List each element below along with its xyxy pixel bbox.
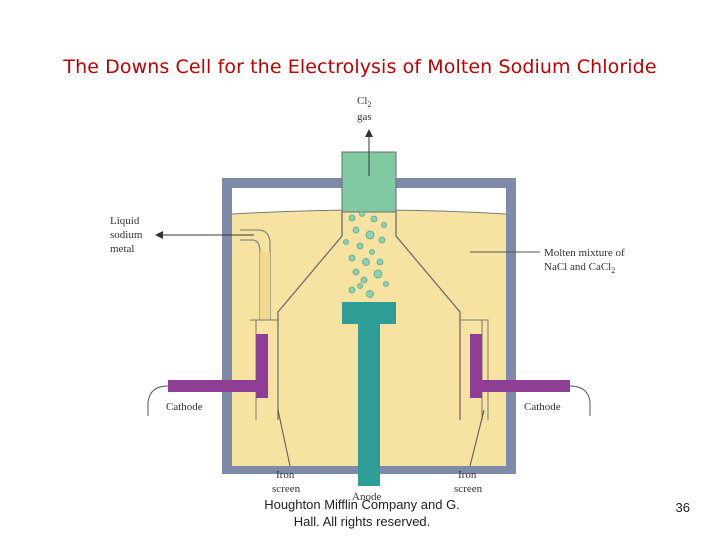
cathode-right-wire	[569, 385, 591, 416]
cathode-left-wire	[147, 385, 169, 416]
molten-mixture-label-2: NaCl and CaCl2	[544, 261, 615, 275]
copyright-line-1: Houghton Mifflin Company and G.	[264, 497, 460, 512]
iron-screen-right-label-2: screen	[454, 483, 483, 495]
cathode-left	[168, 334, 268, 398]
iron-screen-left-label-1: Iron	[276, 469, 295, 481]
sodium-outlet-pipe	[240, 229, 271, 320]
iron-screen-right-label-1: Iron	[458, 469, 477, 481]
liquid-sodium-label-3: metal	[110, 243, 134, 255]
copyright-footer: Houghton Mifflin Company and G. Hall. Al…	[232, 496, 492, 530]
iron-screen-left-label-2: screen	[272, 483, 301, 495]
cathode-left-label: Cathode	[166, 401, 203, 413]
iron-screen-left-pointer	[277, 409, 291, 467]
anode-label: Anode	[352, 491, 381, 503]
molten-mixture-label-1: Molten mixture of	[544, 247, 625, 259]
cl2-label: Cl2	[357, 95, 371, 109]
iron-screen-right-pointer	[469, 409, 485, 467]
page-number: 36	[675, 500, 690, 515]
chlorine-bubbles	[343, 211, 389, 298]
copyright-line-2: Hall. All rights reserved.	[293, 514, 431, 529]
gas-label: gas	[357, 111, 372, 123]
anode	[342, 302, 396, 486]
cathode-right	[470, 334, 570, 398]
sodium-pipe-fill	[260, 252, 270, 320]
liquid-sodium-label-1: Liquid	[110, 215, 140, 227]
slide-title: The Downs Cell for the Electrolysis of M…	[63, 56, 657, 78]
liquid-sodium-label-2: sodium	[110, 229, 143, 241]
cathode-right-label: Cathode	[524, 401, 561, 413]
